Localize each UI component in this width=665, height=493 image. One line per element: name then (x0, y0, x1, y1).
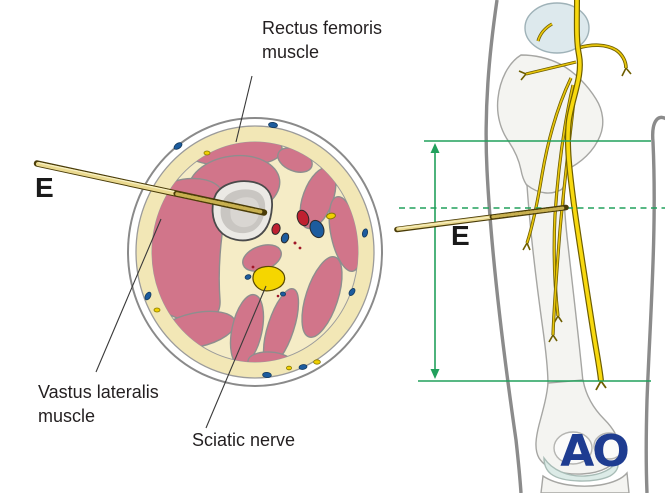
femoral-artery (296, 209, 310, 227)
muscle-blob (262, 288, 300, 362)
proximal-femur (496, 54, 604, 197)
nerve-branches (518, 22, 632, 343)
entry-pin-left (33, 160, 268, 216)
vastus-lateralis-label: Vastus lateralis muscle (38, 380, 159, 428)
vastus-lateralis-label-line2: muscle (38, 406, 96, 426)
thigh-cross-section (33, 75, 383, 429)
leg-silhouette-right (644, 115, 665, 493)
knee-cartilage (543, 455, 619, 482)
tibial-plateau (540, 471, 630, 493)
muscle-blob (247, 351, 293, 362)
sciatic-nerve-pointer (205, 285, 267, 429)
ao-logo: AO (560, 426, 628, 477)
down-arrow-icon (430, 369, 440, 379)
leg-silhouette-left (484, 0, 523, 493)
entry-point-marker-left: E (35, 172, 54, 203)
entry-point-marker-right: E (451, 220, 470, 251)
vastus-lateralis-pointer (95, 218, 162, 373)
sciatic-nerve-trunk (564, 0, 607, 391)
femoral-head (524, 2, 590, 54)
vastus-lateralis-label-line1: Vastus lateralis (38, 382, 159, 402)
lateral-condyle (593, 432, 625, 460)
sciatic-nerve (252, 265, 286, 292)
rectus-femoris-pointer (235, 75, 253, 143)
pointer-lines (95, 75, 267, 429)
femur-bone (496, 54, 630, 493)
safe-zone-measurement (399, 140, 665, 382)
sciatic-nerve-label: Sciatic nerve (192, 430, 296, 450)
nerve-tree (518, 0, 632, 391)
neurovascular-bundle (271, 209, 336, 250)
perforating-vessels (144, 121, 369, 379)
rectus-femoris-label-line2: muscle (262, 42, 320, 62)
rectus-femoris-label: Rectus femoris muscle (262, 16, 382, 64)
muscle-blob (301, 256, 343, 338)
vastus-lateralis-muscle (152, 177, 227, 323)
entry-pin-right (394, 204, 569, 233)
rectus-femoris-label-line1: Rectus femoris (262, 18, 383, 38)
medial-condyle (553, 431, 593, 465)
femoral-vein (309, 219, 325, 239)
up-arrow-icon (430, 143, 440, 153)
femur-overview: AO (394, 0, 665, 493)
sciatic-nerve-group (244, 265, 286, 298)
